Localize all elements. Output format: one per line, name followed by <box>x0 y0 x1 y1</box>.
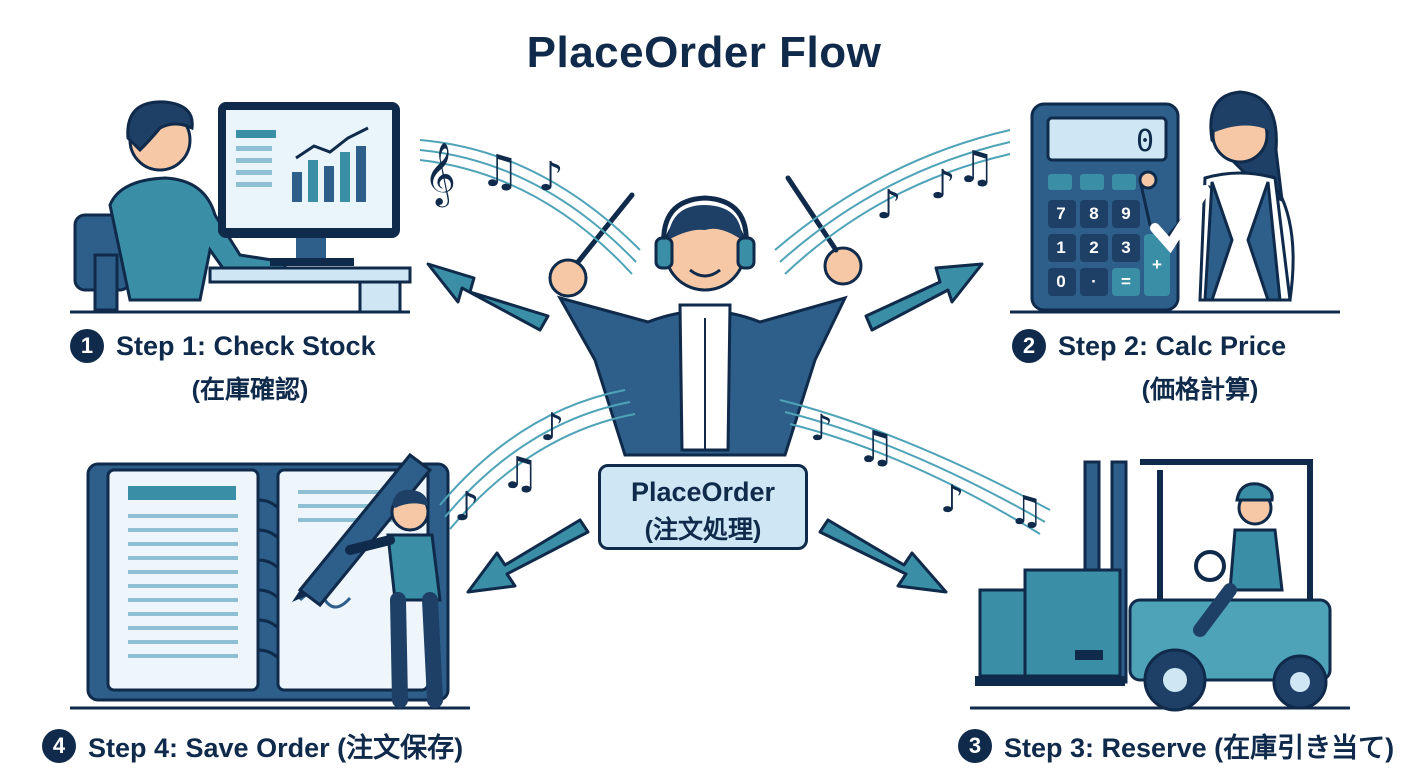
step-2-subtitle: (価格計算) <box>1100 370 1300 406</box>
step-4-number-badge: 4 <box>42 729 76 763</box>
svg-text:♫: ♫ <box>856 422 895 473</box>
calc-key-dot: · <box>1081 272 1107 292</box>
calc-key-8: 8 <box>1081 204 1107 224</box>
svg-text:♪: ♪ <box>540 405 564 449</box>
svg-text:♫: ♫ <box>1008 488 1044 534</box>
svg-text:♪: ♪ <box>876 182 902 228</box>
calc-key-9: 9 <box>1113 204 1139 224</box>
svg-text:♪: ♪ <box>930 162 956 208</box>
arrow-to-step3 <box>820 520 946 592</box>
calc-key-3: 3 <box>1113 238 1139 258</box>
step-4-label: 4 Step 4: Save Order (注文保存) <box>42 726 463 765</box>
step-2-number-badge: 2 <box>1012 329 1046 363</box>
arrow-to-step1 <box>428 264 548 330</box>
calc-key-1: 1 <box>1048 238 1074 258</box>
step-1-label: 1 Step 1: Check Stock <box>70 329 376 363</box>
calculator-display: 0 <box>1136 124 1154 159</box>
step-2-label: 2 Step 2: Calc Price <box>1012 329 1286 363</box>
placeorder-node-sublabel: (注文処理) <box>601 510 805 546</box>
arrow-to-step2 <box>866 264 982 330</box>
arrow-to-step4 <box>468 520 588 592</box>
step-1-number-badge: 1 <box>70 329 104 363</box>
scene-save-order <box>70 455 470 708</box>
svg-text:♪: ♪ <box>810 408 833 449</box>
svg-text:♪: ♪ <box>940 477 964 521</box>
step-3-label: 3 Step 3: Reserve (在庫引き当て) <box>958 726 1394 765</box>
svg-text:♫: ♫ <box>500 448 539 499</box>
step-2-title: Step 2: Calc Price <box>1058 331 1286 362</box>
svg-text:𝄞: 𝄞 <box>424 142 456 208</box>
calc-key-7: 7 <box>1048 204 1074 224</box>
svg-text:♫: ♫ <box>480 146 519 197</box>
step-4-title: Step 4: Save Order (注文保存) <box>88 726 463 765</box>
placeorder-node: PlaceOrder (注文処理) <box>598 464 808 550</box>
svg-text:♫: ♫ <box>956 142 995 193</box>
svg-text:♪: ♪ <box>538 154 564 200</box>
svg-text:♪: ♪ <box>454 484 480 530</box>
diagram-title: PlaceOrder Flow <box>0 28 1408 78</box>
step-3-title: Step 3: Reserve (在庫引き当て) <box>1004 726 1394 765</box>
step-3-number-badge: 3 <box>958 729 992 763</box>
scene-check-stock <box>70 102 410 312</box>
calc-key-equals: = <box>1113 272 1139 292</box>
calc-key-0: 0 <box>1048 272 1074 292</box>
step-1-title: Step 1: Check Stock <box>116 331 376 362</box>
placeorder-node-label: PlaceOrder <box>601 477 805 508</box>
step-1-subtitle: (在庫確認) <box>150 370 350 406</box>
calc-key-plus: + <box>1144 255 1170 275</box>
calc-key-2: 2 <box>1081 238 1107 258</box>
